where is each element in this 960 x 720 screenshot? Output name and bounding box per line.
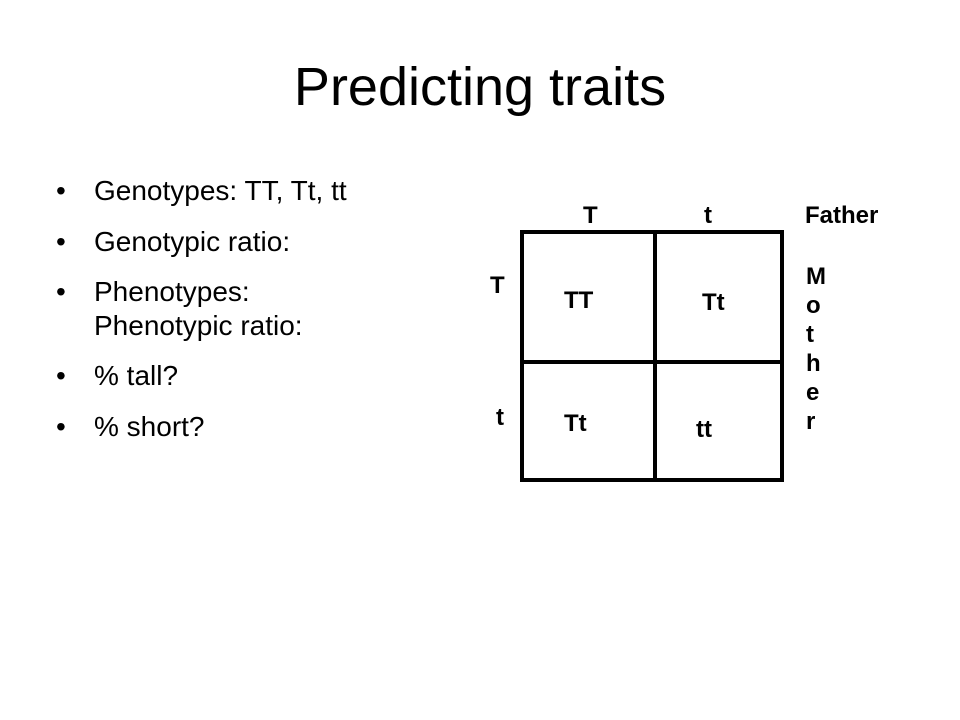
bullet-text: Phenotypes:: [94, 276, 250, 308]
bullet-dot-icon: •: [56, 410, 66, 442]
mother-label-letter: h: [806, 350, 821, 377]
mother-label-letter: o: [806, 292, 821, 319]
punnett-square: T t Father T t TT Tt Tt tt M o t h e r: [480, 190, 950, 500]
mother-label-letter: r: [806, 408, 816, 435]
slide-title: Predicting traits: [293, 57, 667, 117]
mother-label-letter: M: [806, 263, 826, 290]
grid-divider-vertical: [653, 234, 657, 478]
cell-lower-right: tt: [696, 416, 712, 443]
grid-divider-horizontal: [524, 360, 780, 364]
father-label: Father: [805, 202, 879, 229]
father-allele-2: t: [704, 202, 712, 229]
cell-tt-upper: TT: [564, 287, 594, 314]
bullet-dot-icon: •: [56, 276, 66, 308]
bullet-item: • % short?: [56, 410, 347, 444]
bullet-item: • Genotypic ratio:: [56, 225, 347, 259]
mother-label-letter: e: [806, 379, 820, 406]
mother-label: M o t h e r: [806, 262, 826, 436]
bullet-item: • Phenotypes: Phenotypic ratio:: [56, 275, 347, 342]
bullet-text: Genotypes: TT, Tt, tt: [94, 175, 347, 206]
bullet-text: % tall?: [94, 360, 179, 392]
bullet-dot-icon: •: [56, 360, 66, 392]
father-allele-1: T: [583, 202, 598, 229]
bullet-item: • Genotypes: TT, Tt, tt: [56, 174, 347, 208]
bullet-list: • Genotypes: TT, Tt, tt • Genotypic rati…: [56, 174, 347, 461]
mother-allele-1: T: [490, 272, 505, 299]
cell-lower-left: Tt: [564, 410, 587, 437]
bullet-dot-icon: •: [56, 175, 66, 206]
bullet-text-continuation: Phenotypic ratio:: [94, 309, 303, 341]
bullet-text: Genotypic ratio:: [94, 225, 291, 257]
bullet-dot-icon: •: [56, 225, 66, 257]
cell-upper-right: Tt: [702, 289, 725, 316]
mother-label-letter: t: [806, 321, 814, 348]
mother-allele-2: t: [496, 404, 504, 431]
bullet-text: % short?: [94, 410, 205, 442]
punnett-grid: [520, 230, 784, 482]
bullet-item: • % tall?: [56, 359, 347, 393]
